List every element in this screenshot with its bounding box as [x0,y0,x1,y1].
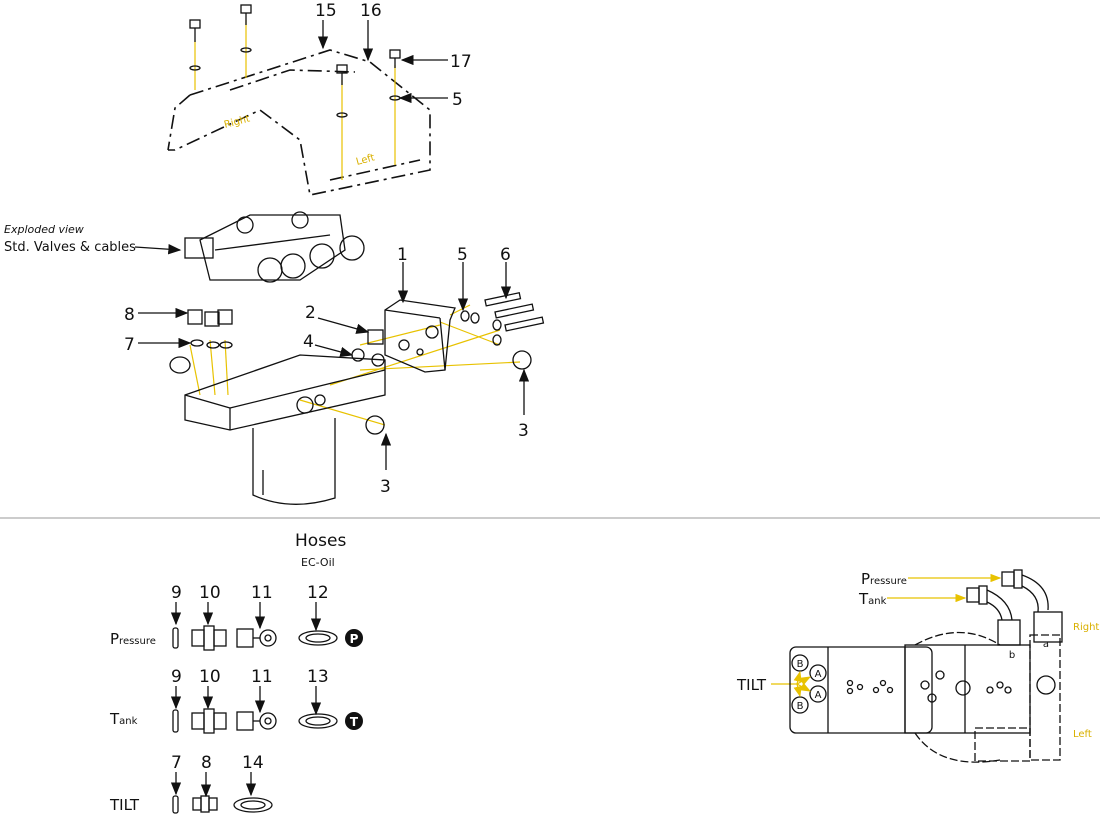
part-14: 14 [242,753,264,773]
pressure-label-big: P [110,630,119,648]
svg-text:Pressure: Pressure [861,570,907,588]
hose-row-tilt: TILT 7 8 14 [109,753,273,814]
exploded-view-caption: Exploded view [4,223,84,236]
manifold-assembly: 1 5 6 2 4 8 7 3 3 [124,245,545,505]
hoses-section: Hoses EC-Oil Pressure 9 10 11 12 P Tank … [109,531,363,814]
pressure-label-small: ressure [119,636,156,647]
port-b-label: b [1009,650,1015,661]
part-11: 11 [251,583,273,603]
port-a-top: A [815,669,822,680]
cover-assembly: Right Left 15 16 17 5 [167,1,472,196]
callout-3b: 3 [380,477,391,497]
tank-label-big: T [109,710,120,728]
port-a-bottom: A [815,690,822,701]
tank-badge-letter: T [350,715,359,729]
port-a-label: a [1043,639,1049,650]
callout-5b: 5 [457,245,468,265]
hoses-title: Hoses [295,531,347,551]
callout-4: 4 [303,332,314,352]
tv-tank-big: T [858,590,869,608]
tv-tilt-label: TILT [736,676,767,694]
part-10: 10 [199,583,221,603]
tv-tank-small: ank [868,596,886,607]
tv-pressure-big: P [861,570,870,588]
cover-left-label: Left [355,152,376,168]
part-11: 11 [251,667,273,687]
hose-row-pressure: Pressure 9 10 11 12 P [110,583,363,651]
tv-left-label: Left [1073,729,1092,740]
hoses-subtitle: EC-Oil [301,556,335,569]
tank-badge [345,712,363,730]
port-b-bottom: B [797,701,804,712]
cover-right-label: Right [223,113,251,130]
part-10: 10 [199,667,221,687]
callout-15: 15 [315,1,337,21]
tilt-label: TILT [109,796,140,814]
port-b-top: B [797,659,804,670]
callout-5: 5 [452,90,463,110]
part-9: 9 [171,667,182,687]
svg-text:Pressure: Pressure [110,630,156,648]
top-view-assembly: Pressure Tank TILT Right Left [736,569,1099,763]
callout-2: 2 [305,303,316,323]
part-7: 7 [171,753,182,773]
part-12: 12 [307,583,329,603]
hose-row-tank: Tank 9 10 11 13 T [109,667,363,734]
tv-pressure-small: ressure [870,576,907,587]
svg-text:Tank: Tank [109,710,138,728]
callout-8: 8 [124,305,135,325]
callout-16: 16 [360,1,382,21]
callout-3a: 3 [518,421,529,441]
svg-text:Tank: Tank [858,590,887,608]
pressure-badge [345,629,363,647]
callout-6: 6 [500,245,511,265]
part-13: 13 [307,667,329,687]
valves-and-cables: Exploded view Std. Valves & cables [4,211,365,283]
part-8: 8 [201,753,212,773]
part-9: 9 [171,583,182,603]
pressure-badge-letter: P [350,632,359,646]
callout-7: 7 [124,335,135,355]
valves-caption: Std. Valves & cables [4,240,136,255]
callout-1: 1 [397,245,408,265]
tank-label-small: ank [119,716,137,727]
tv-right-label: Right [1073,622,1099,633]
callout-17: 17 [450,52,472,72]
